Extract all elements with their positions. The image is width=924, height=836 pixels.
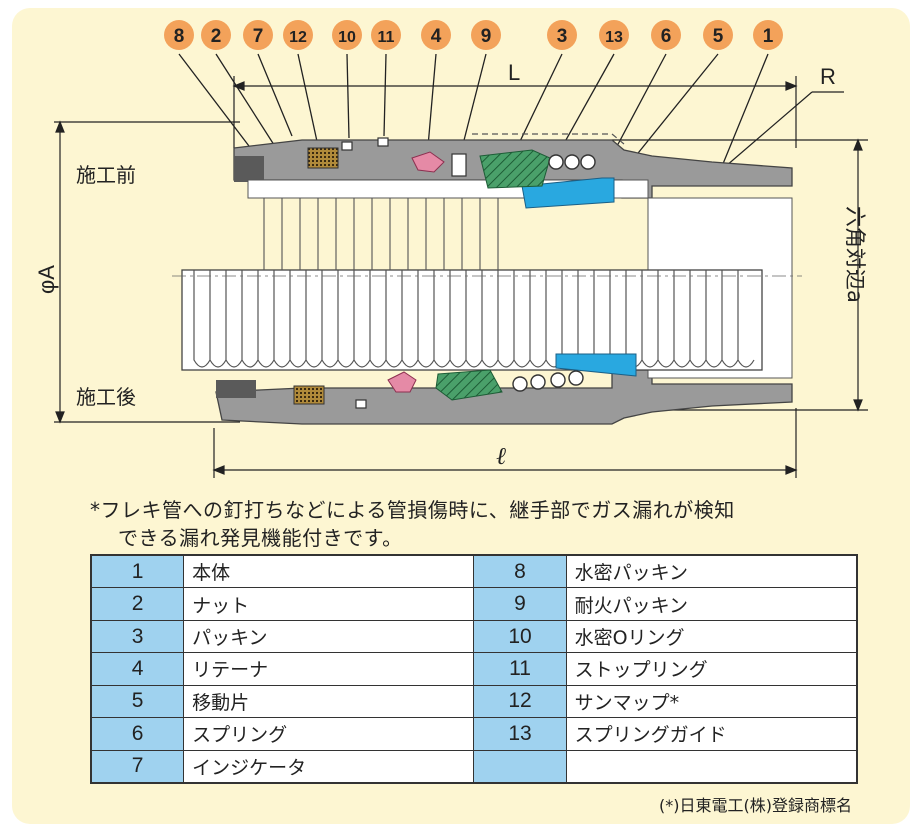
callout-7: 7 — [243, 20, 273, 50]
callout-8: 8 — [164, 20, 194, 50]
part-name: 移動片 — [183, 684, 475, 719]
callout-label: 10 — [338, 29, 356, 46]
callout-label: 1 — [763, 26, 774, 47]
callout-label: 4 — [431, 26, 442, 47]
packing-upper — [479, 149, 551, 189]
part-name: サンマップ* — [565, 684, 858, 719]
callout-12: 12 — [283, 20, 313, 50]
part-number — [473, 749, 567, 784]
part-name: 本体 — [183, 554, 475, 589]
part-name: 水密パッキン — [565, 554, 858, 589]
note-line-2: できる漏れ発見機能付きです。 — [118, 526, 403, 550]
part-name: スプリングガイド — [565, 717, 858, 751]
callout-label: 9 — [481, 26, 492, 47]
part-number: 4 — [90, 652, 185, 686]
callout-10: 10 — [332, 20, 362, 50]
part-number: 9 — [473, 587, 567, 621]
body-lower — [215, 369, 793, 425]
state-before-label: 施工前 — [76, 163, 136, 187]
dimension-phiA-label: φA — [34, 265, 59, 294]
callout-3: 3 — [547, 20, 577, 50]
callout-label: 5 — [713, 26, 724, 47]
callout-5: 5 — [703, 20, 733, 50]
part-number: 5 — [90, 684, 185, 719]
part-name: ナット — [183, 587, 475, 621]
part-name: インジケータ — [183, 749, 475, 784]
retainer-upper — [411, 151, 445, 173]
callout-2: 2 — [201, 20, 231, 50]
callout-9: 9 — [471, 20, 501, 50]
callout-label: 2 — [211, 26, 222, 47]
note-line-1: *フレキ管への釘打ちなどによる管損傷時に、継手部でガス漏れが検知 — [90, 498, 735, 522]
part-number: 1 — [90, 554, 185, 589]
part-number: 2 — [90, 587, 185, 621]
callout-label: 7 — [253, 26, 264, 47]
moving-piece-upper — [521, 177, 615, 209]
fitting-cross-section: 8 2 7 12 10 11 4 9 3 13 6 5 1 L R — [34, 20, 868, 478]
part-name: 耐火パッキン — [565, 587, 858, 621]
flexible-pipe — [181, 269, 763, 371]
packing-lower — [435, 369, 503, 401]
dimension-hex-label: 六角対辺a — [843, 206, 867, 303]
part-number: 8 — [473, 554, 567, 589]
dimension-ell — [212, 408, 798, 478]
callout-13: 13 — [599, 20, 629, 50]
callout-6: 6 — [651, 20, 681, 50]
trademark-note: (*)日東電工(株)登録商標名 — [659, 796, 852, 815]
part-name: ストップリング — [565, 652, 858, 686]
callout-1: 1 — [753, 20, 783, 50]
dimension-L — [232, 76, 798, 148]
part-number: 3 — [90, 619, 185, 654]
spring-upper — [548, 154, 596, 170]
part-number: 12 — [473, 684, 567, 719]
retainer-lower — [387, 371, 417, 393]
callout-label: 6 — [661, 26, 672, 47]
dimension-R-label: R — [820, 64, 836, 89]
callout-11: 11 — [371, 20, 401, 50]
part-number: 10 — [473, 619, 567, 654]
moving-piece-lower — [555, 353, 637, 377]
part-name — [565, 749, 858, 784]
callout-4: 4 — [421, 20, 451, 50]
callout-group: 8 2 7 12 10 11 4 9 3 13 6 5 1 — [164, 20, 783, 50]
state-after-label: 施工後 — [76, 385, 136, 409]
dimension-ell-label: ℓ — [496, 442, 506, 470]
part-name: パッキン — [183, 619, 475, 654]
part-number: 11 — [473, 652, 567, 686]
sanmap-upper — [307, 147, 339, 169]
part-name: スプリング — [183, 717, 475, 751]
callout-label: 8 — [174, 26, 185, 47]
part-number: 13 — [473, 717, 567, 751]
spring-lower — [512, 370, 584, 392]
callout-label: 12 — [289, 29, 307, 46]
sanmap-lower — [293, 385, 325, 405]
part-name: 水密Oリング — [565, 619, 858, 654]
callout-label: 13 — [605, 29, 623, 46]
dimension-phiA — [54, 120, 240, 424]
callout-label: 3 — [557, 26, 568, 47]
part-name: リテーナ — [183, 652, 475, 686]
part-number: 6 — [90, 717, 185, 751]
callout-label: 11 — [378, 29, 395, 46]
dimension-L-label: L — [508, 60, 520, 85]
part-number: 7 — [90, 749, 185, 784]
